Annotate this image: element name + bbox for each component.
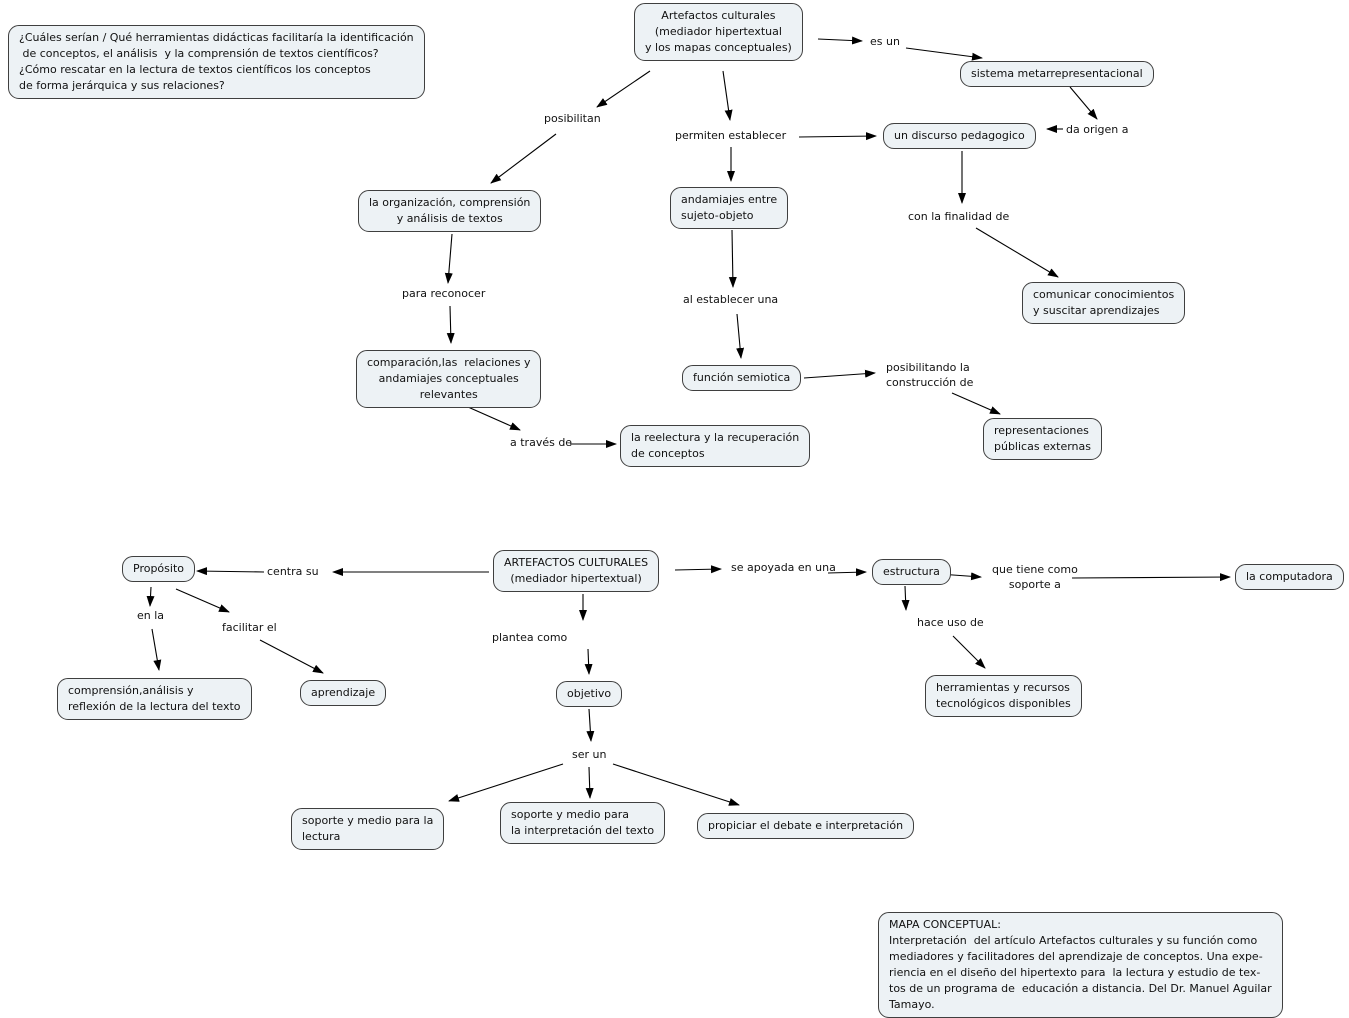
concept-funcion-semiotica[interactable]: función semiotica xyxy=(682,365,802,391)
arrow-organizacion-parareconocer xyxy=(444,233,453,284)
arrow-comparacion-atraves xyxy=(467,406,521,431)
arrow-serun-propiciar xyxy=(612,763,740,806)
link-label-al-establecer-una[interactable]: al establecer una xyxy=(683,293,779,306)
concept-la-computadora[interactable]: la computadora xyxy=(1235,564,1344,590)
link-label-se-apoyada-en-una[interactable]: se apoyada en una xyxy=(731,561,836,574)
arrow-esun-sistema xyxy=(905,47,983,61)
concept-andamiajes-sujeto-objeto[interactable]: andamiajes entre sujeto-objeto xyxy=(670,187,789,229)
link-label-posibilitando-construccion[interactable]: posibilitando la construcción de xyxy=(886,361,974,389)
link-label-centra-su[interactable]: centra su xyxy=(267,565,319,578)
arrow-artefactos-posibilitan xyxy=(596,70,651,108)
concept-artefactos-culturales[interactable]: Artefactos culturales (mediador hipertex… xyxy=(634,3,803,61)
arrow-permiten-discurso xyxy=(798,132,877,141)
arrow-artefactos-esun xyxy=(817,36,863,45)
concept-objetivo[interactable]: objetivo xyxy=(556,681,623,707)
arrow-proposito-enla xyxy=(146,586,155,607)
link-label-ser-un[interactable]: ser un xyxy=(572,748,607,761)
arrow-serun-soportelectura xyxy=(448,763,564,802)
concept-estructura[interactable]: estructura xyxy=(872,559,951,585)
arrow-haceuso-herramientas xyxy=(952,635,986,669)
arrow-plantea-objetivo xyxy=(584,648,593,675)
arrow-estructura-haceuso xyxy=(901,585,910,611)
concept-comprension-analisis-reflexion[interactable]: comprensión,análisis y reflexión de la l… xyxy=(57,678,252,720)
concept-sistema-metarrepresentacional[interactable]: sistema metarrepresentacional xyxy=(960,61,1154,87)
concept-reelectura-recuperacion[interactable]: la reelectura y la recuperación de conce… xyxy=(620,425,811,467)
arrow-sistema-daorigen xyxy=(1069,86,1098,120)
link-label-facilitar-el[interactable]: facilitar el xyxy=(222,621,277,634)
link-label-a-traves-de[interactable]: a través de xyxy=(510,436,573,449)
concept-comunicar-conocimientos[interactable]: comunicar conocimientos y suscitar apren… xyxy=(1022,282,1186,324)
link-label-da-origen-a[interactable]: da origen a xyxy=(1066,123,1129,136)
arrow-artefactos2-seapoyada xyxy=(674,565,722,574)
arrow-posibilitan-organizacion xyxy=(490,133,557,184)
arrow-proposito-facilitar xyxy=(175,588,230,613)
concept-artefactos-culturales-2[interactable]: ARTEFACTOS CULTURALES (mediador hipertex… xyxy=(493,550,660,592)
concept-proposito[interactable]: Propósito xyxy=(122,556,195,582)
arrow-objetivo-serun xyxy=(586,708,595,742)
link-label-en-la[interactable]: en la xyxy=(137,609,165,622)
arrow-seapoyada-estructura xyxy=(827,568,867,577)
concept-aprendizaje[interactable]: aprendizaje xyxy=(300,680,387,706)
concept-propiciar-debate[interactable]: propiciar el debate e interpretación xyxy=(697,813,915,839)
concept-soporte-interpretacion[interactable]: soporte y medio para la interpretación d… xyxy=(500,802,666,844)
concept-herramientas-recursos[interactable]: herramientas y recursos tecnológicos dis… xyxy=(925,675,1082,717)
link-label-permiten-establecer[interactable]: permiten establecer xyxy=(675,129,787,142)
arrow-serun-soporteinterpretacion xyxy=(585,766,594,799)
concept-comparacion-relaciones[interactable]: comparación,las relaciones y andamiajes … xyxy=(356,350,542,408)
concept-representaciones-publicas[interactable]: representaciones públicas externas xyxy=(983,418,1103,460)
link-label-es-un[interactable]: es un xyxy=(870,35,900,48)
arrow-parareconocer-comparacion xyxy=(446,305,455,344)
arrow-alestablecer-funcion xyxy=(736,313,745,359)
link-label-plantea-como[interactable]: plantea como xyxy=(492,631,568,644)
link-label-posibilitan[interactable]: posibilitan xyxy=(544,112,601,125)
link-label-con-la-finalidad-de[interactable]: con la finalidad de xyxy=(908,210,1010,223)
concept-discurso-pedagogico[interactable]: un discurso pedagogico xyxy=(883,123,1036,149)
arrow-facilitar-aprendizaje xyxy=(259,639,324,674)
arrow-enla-comprension xyxy=(151,628,162,671)
arrow-centrasu-proposito xyxy=(196,567,265,576)
concept-organizacion-comprension[interactable]: la organización, comprensión y análisis … xyxy=(358,190,542,232)
arrow-quetiene-computadora xyxy=(1071,573,1231,582)
arrow-funcion-posibilitando xyxy=(803,369,876,379)
question-note-box[interactable]: ¿Cuáles serían / Qué herramientas didáct… xyxy=(8,25,425,99)
link-label-hace-uso-de[interactable]: hace uso de xyxy=(917,616,984,629)
link-label-que-tiene-como-soporte[interactable]: que tiene como soporte a xyxy=(992,563,1078,591)
arrow-artefactos-permiten xyxy=(722,70,733,121)
map-description-note[interactable]: MAPA CONCEPTUAL: Interpretación del artí… xyxy=(878,912,1283,1018)
arrow-posibilitando-representaciones xyxy=(951,392,1001,415)
concept-soporte-lectura[interactable]: soporte y medio para la lectura xyxy=(291,808,445,850)
arrow-andamiajes-alestablecer xyxy=(728,229,737,288)
arrow-finalidad-comunicar xyxy=(975,227,1059,278)
link-label-para-reconocer[interactable]: para reconocer xyxy=(402,287,486,300)
